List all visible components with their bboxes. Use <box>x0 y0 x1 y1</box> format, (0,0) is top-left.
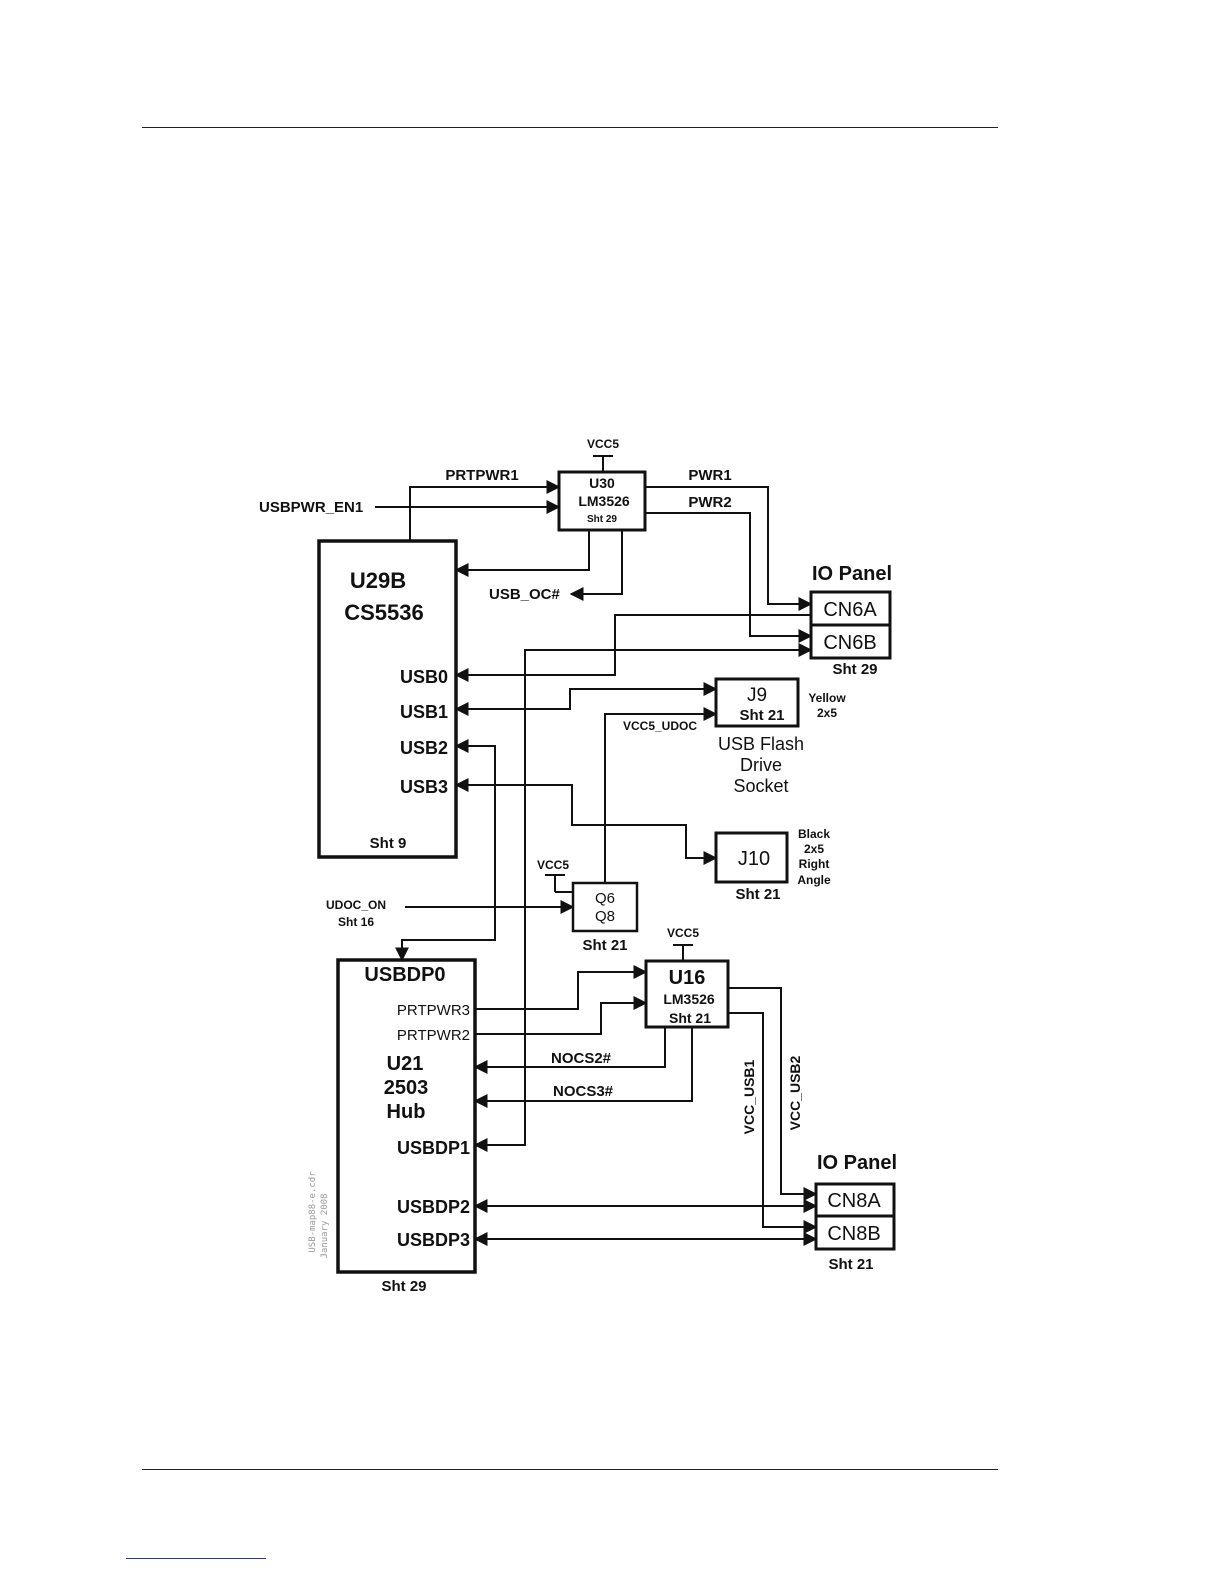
u21-prtpwr2: PRTPWR2 <box>397 1027 470 1044</box>
black-label: Black <box>798 827 830 841</box>
udoc-on-label: UDOC_ON <box>326 898 386 912</box>
usb-flash-label-1: USB Flash <box>718 734 804 754</box>
top-rule <box>142 127 998 128</box>
u21-usbdp2: USBDP2 <box>397 1197 470 1217</box>
nocs2-label: NOCS2# <box>551 1050 612 1067</box>
cn6-sheet: Sht 29 <box>832 661 877 678</box>
angle-label: Angle <box>797 873 831 887</box>
pwr2-label: PWR2 <box>688 494 731 511</box>
u29b-usb1: USB1 <box>400 702 448 722</box>
u16-sheet: Sht 21 <box>669 1010 711 1026</box>
u29b-sheet: Sht 9 <box>370 835 407 852</box>
vcc5-top-label: VCC5 <box>587 437 619 451</box>
nocs3-label: NOCS3# <box>553 1083 614 1100</box>
usb-flash-label-2: Drive <box>740 755 782 775</box>
cn8-sheet: Sht 21 <box>828 1256 873 1273</box>
vcc-usb1-label: VCC_USB1 <box>741 1059 757 1134</box>
u21-name: U21 <box>387 1053 424 1075</box>
u21-usbdp0: USBDP0 <box>364 964 445 986</box>
io-panel-top-label: IO Panel <box>812 563 892 585</box>
usb-oc-label: USB_OC# <box>489 586 561 603</box>
u21-usbdp1: USBDP1 <box>397 1138 470 1158</box>
black-2x5-label: 2x5 <box>804 842 824 856</box>
u29b-usb2: USB2 <box>400 738 448 758</box>
prtpwr1-label: PRTPWR1 <box>445 467 518 484</box>
cn8b-label: CN8B <box>827 1223 880 1245</box>
q6-label: Q6 <box>595 890 615 907</box>
cn6b-label: CN6B <box>823 632 876 654</box>
usbpwr-en1-label: USBPWR_EN1 <box>259 499 363 516</box>
io-panel-bottom-label: IO Panel <box>817 1152 897 1174</box>
u21-sheet: Sht 29 <box>381 1278 426 1295</box>
u29b-part: CS5536 <box>344 600 424 625</box>
u29b-usb0: USB0 <box>400 667 448 687</box>
u16-name: U16 <box>669 967 706 989</box>
udoc-sheet-label: Sht 16 <box>338 915 374 929</box>
vcc5-u16-label: VCC5 <box>667 926 699 940</box>
right-label: Right <box>799 857 830 871</box>
u29b-usb3: USB3 <box>400 777 448 797</box>
j10-sheet: Sht 21 <box>735 886 780 903</box>
watermark-filename: USB-map88-e.cdr <box>308 1171 318 1253</box>
u30-name: U30 <box>589 475 615 491</box>
cn8a-label: CN8A <box>827 1190 881 1212</box>
u30-sheet: Sht 29 <box>587 514 617 525</box>
u21-number: 2503 <box>384 1077 429 1099</box>
footer-link-underline <box>126 1558 266 1559</box>
j9-name: J9 <box>747 685 767 706</box>
u29b-name: U29B <box>350 568 406 593</box>
cn6a-label: CN6A <box>823 599 877 621</box>
bottom-rule <box>142 1469 998 1470</box>
q8-label: Q8 <box>595 908 615 925</box>
vcc5-q-label: VCC5 <box>537 858 569 872</box>
vcc-usb2-label: VCC_USB2 <box>787 1055 803 1130</box>
watermark-date: January 2008 <box>320 1193 330 1258</box>
u21-hub: Hub <box>387 1101 426 1123</box>
j9-sheet: Sht 21 <box>739 707 784 724</box>
vcc5-udoc-label: VCC5_UDOC <box>623 719 697 733</box>
usb-flash-label-3: Socket <box>733 776 788 796</box>
u21-usbdp3: USBDP3 <box>397 1230 470 1250</box>
u30-part: LM3526 <box>578 493 630 509</box>
u21-prtpwr3: PRTPWR3 <box>397 1002 470 1019</box>
yellow-2x5-label: 2x5 <box>817 706 837 720</box>
pwr1-label: PWR1 <box>688 467 731 484</box>
u16-part: LM3526 <box>663 991 715 1007</box>
q6q8-sheet: Sht 21 <box>582 937 627 954</box>
j10-name: J10 <box>738 848 770 870</box>
yellow-label: Yellow <box>808 691 846 705</box>
